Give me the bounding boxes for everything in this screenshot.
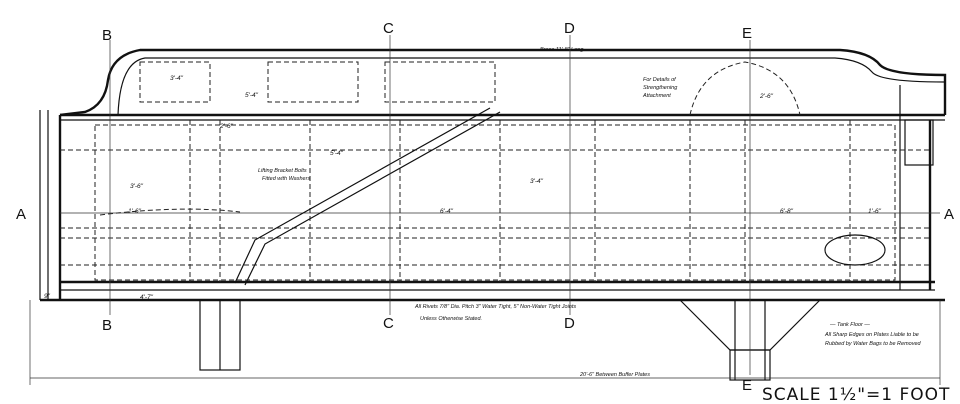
tank-floor-note-line1: All Sharp Edges on Plates Liable to be xyxy=(824,332,919,338)
section-cut-lines xyxy=(109,35,751,375)
scale-label: SCALE 1½"=1 FOOT xyxy=(762,385,950,404)
section-label-e-top: E xyxy=(742,25,752,42)
tank-outline xyxy=(39,48,947,302)
interior-stiffeners xyxy=(60,61,940,282)
section-label-b-bottom: B xyxy=(102,317,112,334)
section-label-e-bottom: E xyxy=(742,377,752,394)
rivet-note-line1: All Rivets 7/8" Dia. Pitch 3" Water Tigh… xyxy=(414,304,576,310)
support-brackets xyxy=(199,299,821,381)
dimension-label: 6'-8" xyxy=(780,208,794,215)
top-brace-note: Brace 11'-8" Long xyxy=(540,47,584,53)
diagonal-brace xyxy=(99,107,501,286)
details-note-line1: For Details of xyxy=(643,77,676,83)
dimension-label: 1'-6" xyxy=(128,208,142,215)
rivet-note-line2: Unless Otherwise Stated. xyxy=(420,316,482,322)
dimension-label: 3'-4" xyxy=(530,178,544,185)
section-label-a-right: A xyxy=(944,206,954,223)
section-label-d-top: D xyxy=(564,20,575,37)
dimension-label: 4'-7" xyxy=(140,294,154,301)
section-label-c-bottom: C xyxy=(383,315,394,332)
details-note-line3: Attachment xyxy=(642,93,671,99)
section-label-b-top: B xyxy=(102,27,112,44)
lifting-note-line2: Fitted with Washers xyxy=(262,176,310,182)
dimension-label: 5'-4" xyxy=(245,92,259,99)
dimension-label: 6'-4" xyxy=(440,208,454,215)
lifting-note-line1: Lifting Bracket Bolts xyxy=(258,168,307,174)
dimension-label: 2'-6" xyxy=(219,123,234,130)
dimension-label: 9" xyxy=(44,293,51,300)
tank-floor-note-line2: Rubbed by Water Bags to be Removed xyxy=(825,341,922,347)
manhole-arc xyxy=(689,61,801,116)
overall-length-note: 20'-6" Between Buffer Plates xyxy=(579,372,650,378)
details-note-line2: Strengthening xyxy=(643,85,678,91)
dimension-label: 3'-4" xyxy=(170,75,184,82)
dimension-label: 1'-6" xyxy=(868,208,882,215)
tank-floor-title: — Tank Floor — xyxy=(829,322,870,328)
section-label-a-left: A xyxy=(16,206,26,223)
dimension-label: 5'-4" xyxy=(330,150,344,157)
dimension-label: 3'-6" xyxy=(130,183,144,190)
section-label-d-bottom: D xyxy=(564,315,575,332)
section-label-c-top: C xyxy=(383,20,394,37)
dimension-label: 2'-6" xyxy=(759,93,774,100)
